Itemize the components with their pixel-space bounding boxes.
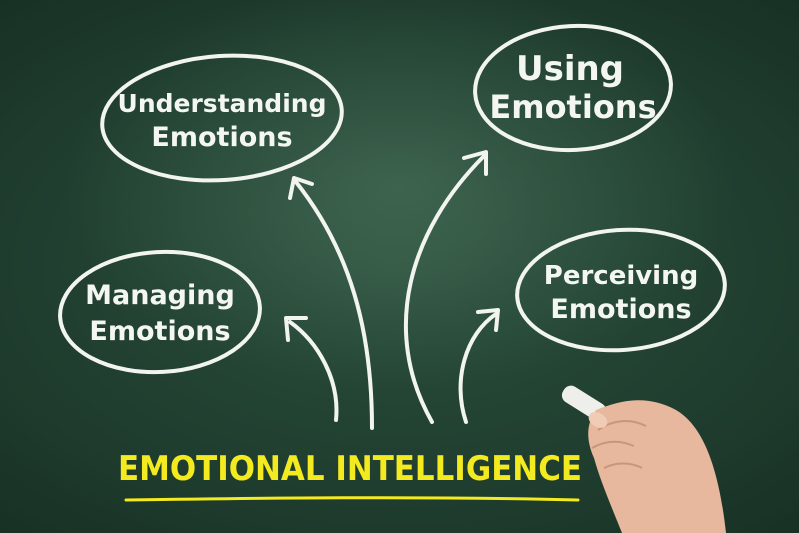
node-managing-line2: Emotions	[89, 316, 230, 347]
node-understanding-line2: Emotions	[151, 122, 292, 153]
node-using-line2: Emotions	[489, 88, 656, 126]
node-managing-line1: Managing	[85, 280, 235, 311]
node-managing-emotions: Managing Emotions	[58, 249, 262, 375]
node-using-emotions: Using Emotions	[473, 23, 673, 153]
node-understanding-emotions: Understanding Emotions	[100, 53, 344, 183]
arrow-to-using	[403, 150, 488, 424]
center-topic: EMOTIONAL INTELLIGENCE	[118, 449, 582, 502]
hand-holding-chalk-icon	[561, 385, 726, 533]
arrow-to-understanding	[288, 176, 374, 430]
center-label-underline	[124, 496, 580, 502]
center-label-emotional-intelligence: EMOTIONAL INTELLIGENCE	[118, 449, 582, 489]
node-perceiving-emotions: Perceiving Emotions	[515, 227, 727, 353]
arrow-to-managing	[284, 316, 339, 422]
node-understanding-line1: Understanding	[118, 89, 327, 118]
node-using-line1: Using	[516, 49, 624, 89]
node-perceiving-line2: Emotions	[550, 294, 691, 325]
arrow-to-perceiving	[458, 308, 500, 424]
node-perceiving-line1: Perceiving	[544, 261, 698, 291]
